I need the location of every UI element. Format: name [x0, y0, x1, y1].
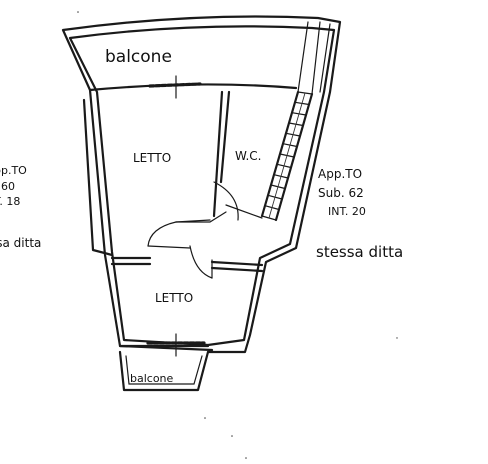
bottom-balcony: [118, 333, 210, 392]
stair-center-line: [268, 92, 306, 219]
room-label-wc: W.C.: [235, 149, 262, 163]
neighbor-left-line1: pp.TO: [0, 164, 27, 177]
neighbor-left-line4: ssa ditta: [0, 236, 41, 250]
room-label-top-balcony: balcone: [105, 47, 172, 67]
neighbor-left-line2: . 60: [0, 180, 15, 193]
staircase: [260, 21, 331, 222]
neighbor-right-line2: Sub. 62: [318, 186, 364, 200]
neighbor-left-annotation: pp.TO . 60 T. 18 ssa ditta: [0, 164, 41, 250]
neighbor-right-line3: INT. 20: [328, 205, 366, 218]
interior-walls: [82, 90, 264, 273]
top-balcony-railing: [88, 75, 298, 99]
room-label-bedroom-lower: LETTO: [155, 291, 193, 305]
neighbor-right-line1: App.TO: [318, 167, 362, 181]
room-label-bottom-balcony: balcone: [130, 372, 174, 385]
neighbor-right-annotation: App.TO Sub. 62 INT. 20 stessa ditta: [316, 167, 403, 261]
neighbor-left-line3: T. 18: [0, 195, 20, 208]
scan-specks: [77, 11, 398, 459]
outer-walls: [61, 15, 342, 354]
neighbor-right-line4: stessa ditta: [316, 243, 403, 261]
doors: [147, 181, 239, 279]
room-label-bedroom-upper: LETTO: [133, 151, 171, 165]
